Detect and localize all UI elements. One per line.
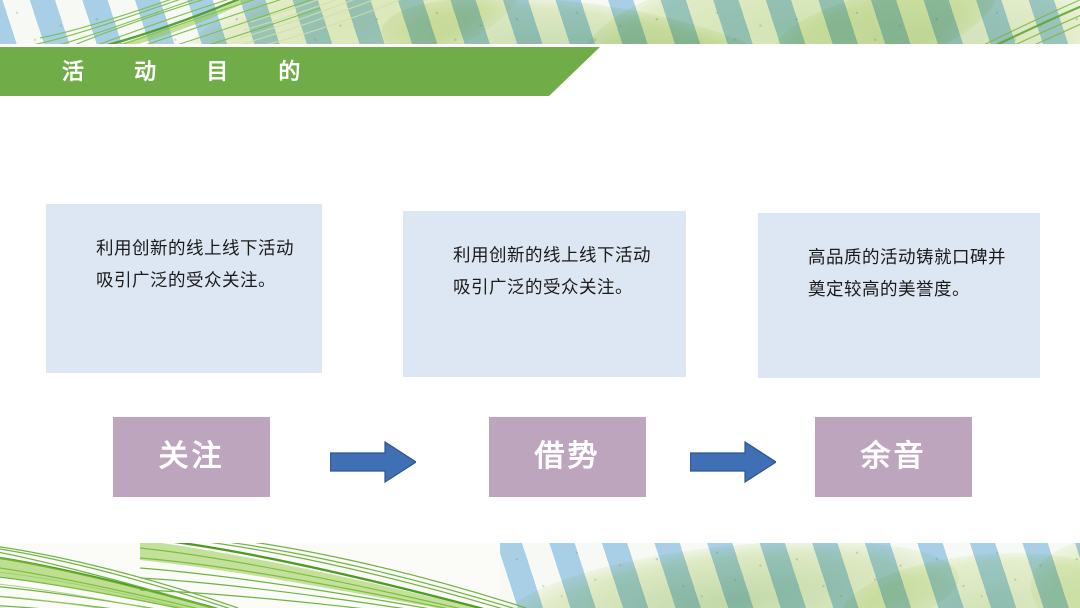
section-title-banner: 活 动 目 的 — [0, 47, 600, 96]
arrow-right-icon — [330, 440, 416, 484]
bottom-left-white-mask — [0, 540, 500, 608]
stage-chip-attention[interactable]: 关注 — [113, 417, 270, 497]
page-title: 活 动 目 的 — [62, 58, 323, 84]
info-box-text: 利用创新的线上线下活动吸引广泛的受众关注。 — [96, 238, 294, 291]
stage-chip-afterglow[interactable]: 余音 — [815, 417, 972, 497]
stage-chip-leverage[interactable]: 借势 — [489, 417, 646, 497]
stage-label: 关注 — [158, 440, 225, 473]
stage-label: 余音 — [860, 440, 927, 473]
top-band-white-edge — [0, 44, 1080, 46]
info-box-text: 高品质的活动铸就口碑并奠定较高的美誉度。 — [808, 247, 1006, 300]
info-box-leverage: 利用创新的线上线下活动吸引广泛的受众关注。 — [403, 211, 686, 377]
top-decorative-band — [0, 0, 1080, 46]
bottom-band-white-edge — [0, 540, 1080, 543]
info-box-afterglow: 高品质的活动铸就口碑并奠定较高的美誉度。 — [758, 213, 1040, 378]
info-box-attention: 利用创新的线上线下活动吸引广泛的受众关注。 — [46, 204, 322, 373]
bottom-decorative-band — [0, 540, 1080, 608]
stage-label: 借势 — [534, 440, 601, 473]
arrow-right-icon — [690, 440, 776, 484]
info-box-text: 利用创新的线上线下活动吸引广泛的受众关注。 — [453, 245, 651, 298]
